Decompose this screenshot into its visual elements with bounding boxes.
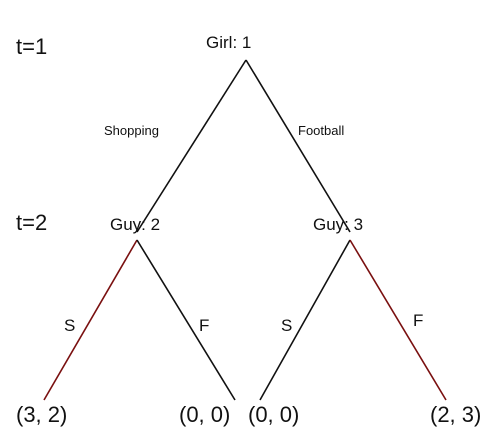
edge-girl-football bbox=[245, 59, 351, 233]
edge-guy2-football bbox=[136, 239, 236, 401]
payoff-1: (3, 2) bbox=[16, 402, 68, 427]
edge-guy3-football bbox=[349, 239, 447, 401]
edge-girl-shopping bbox=[136, 59, 247, 233]
action-shopping-label: Shopping bbox=[104, 123, 159, 138]
action-guy2-f-label: F bbox=[199, 316, 210, 335]
node-girl: Girl: 1 bbox=[206, 33, 252, 52]
action-football-label: Football bbox=[298, 123, 345, 138]
node-guy-right: Guy: 3 bbox=[313, 215, 364, 234]
edge-guy3-shopping bbox=[259, 239, 351, 401]
payoff-4: (2, 3) bbox=[430, 402, 482, 427]
payoff-2: (0, 0) bbox=[179, 402, 231, 427]
time-label-t1: t=1 bbox=[16, 34, 48, 59]
edge-guy2-shopping bbox=[43, 239, 138, 401]
node-guy-left: Guy: 2 bbox=[110, 215, 161, 234]
payoff-3: (0, 0) bbox=[248, 402, 300, 427]
time-label-t2: t=2 bbox=[16, 210, 48, 235]
action-guy3-s-label: S bbox=[281, 316, 293, 335]
action-guy3-f-label: F bbox=[413, 311, 424, 330]
action-guy2-s-label: S bbox=[64, 316, 76, 335]
